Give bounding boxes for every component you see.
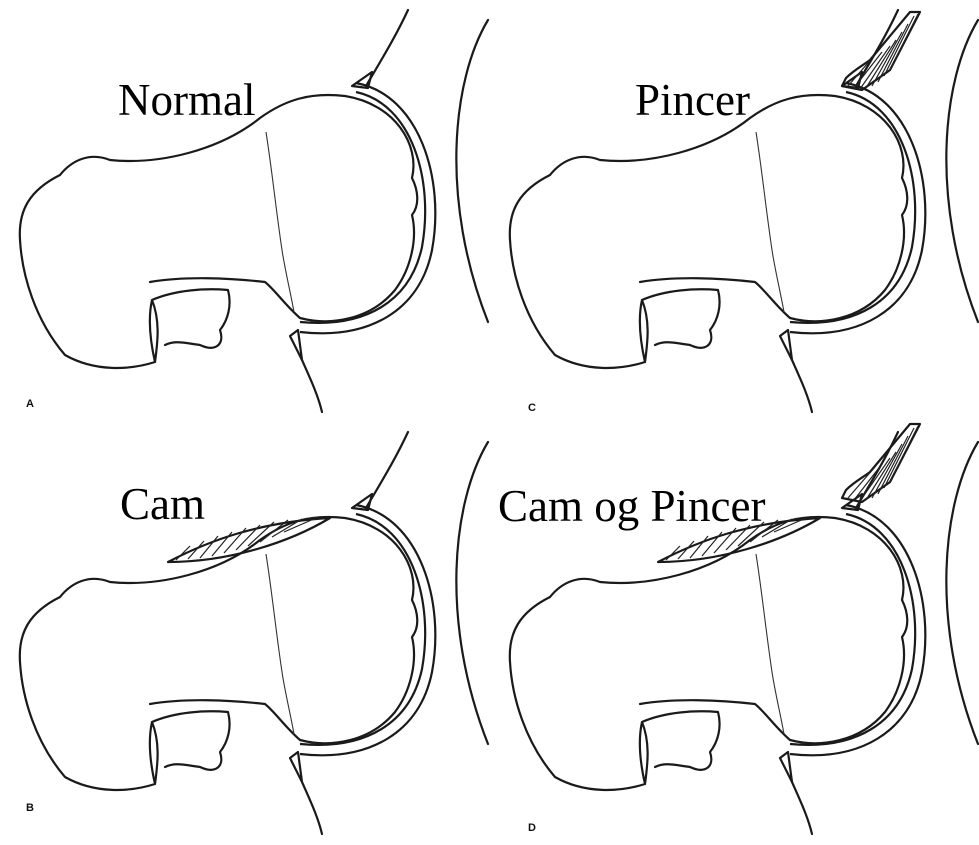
femur-drawing-normal xyxy=(0,0,490,423)
panel-letter-c: C xyxy=(528,402,536,414)
panel-title-normal: Normal xyxy=(118,78,255,123)
panel-normal: Normal A xyxy=(0,0,490,423)
femur-drawing-pincer xyxy=(490,0,979,423)
panel-letter-b: B xyxy=(26,802,34,814)
panel-pincer: Pincer C xyxy=(490,0,979,423)
panel-title-cam-og-pincer: Cam og Pincer xyxy=(498,484,765,529)
panel-letter-a: A xyxy=(26,398,34,410)
panel-title-pincer: Pincer xyxy=(635,78,750,123)
panel-letter-d: D xyxy=(528,822,536,834)
panel-cam: Cam B xyxy=(0,422,490,845)
panel-title-cam: Cam xyxy=(120,482,205,527)
panel-cam-og-pincer: Cam og Pincer D xyxy=(490,422,979,845)
femur-drawing-cam xyxy=(0,422,490,845)
